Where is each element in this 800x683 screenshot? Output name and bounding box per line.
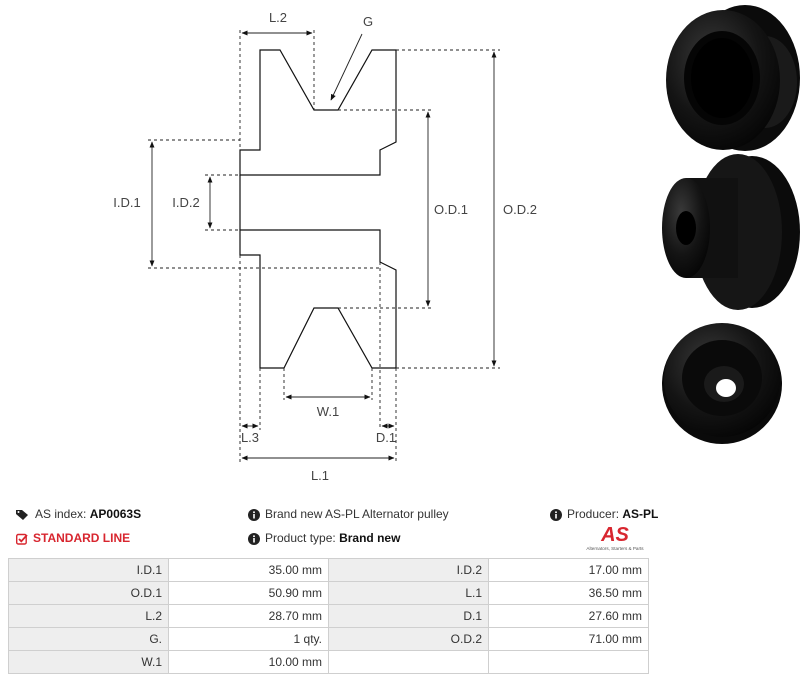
producer-value: AS-PL xyxy=(622,507,659,521)
standard-line-label: STANDARD LINE xyxy=(33,531,131,545)
spec-value: 10.00 mm xyxy=(168,650,329,674)
spec-value-empty xyxy=(488,650,649,674)
checkbox-checked-icon xyxy=(16,533,28,545)
info-icon xyxy=(248,508,260,521)
label-l2: L.2 xyxy=(269,10,287,25)
label-od1: O.D.1 xyxy=(434,202,468,217)
as-index-label: AS index: xyxy=(35,507,87,521)
table-row: W.1 10.00 mm xyxy=(8,650,649,674)
spec-label: W.1 xyxy=(8,650,169,674)
spec-label: D.1 xyxy=(328,604,489,628)
spec-label: I.D.1 xyxy=(8,558,169,582)
spec-value: 27.60 mm xyxy=(488,604,649,628)
product-photo-front xyxy=(666,5,800,151)
as-index: AS index: AP0063S xyxy=(16,507,141,521)
as-index-value: AP0063S xyxy=(89,507,142,521)
tags-icon xyxy=(16,509,28,520)
pulley-section-outline xyxy=(239,49,397,369)
table-row: I.D.1 35.00 mm I.D.2 17.00 mm xyxy=(8,558,649,582)
spec-label: O.D.1 xyxy=(8,581,169,605)
product-photo-rear xyxy=(662,323,782,444)
label-g: G xyxy=(363,14,373,29)
spec-label: I.D.2 xyxy=(328,558,489,582)
label-l1: L.1 xyxy=(311,468,329,483)
description-text: Brand new AS-PL Alternator pulley xyxy=(265,507,449,521)
logo-mark: AS xyxy=(600,524,629,546)
product-type: Product type: Brand new xyxy=(248,531,400,545)
logo-tagline: Alternators, Starters & Parts xyxy=(586,546,644,551)
dimension-lines xyxy=(148,30,500,462)
as-logo: AS Alternators, Starters & Parts xyxy=(586,524,644,551)
spec-value: 35.00 mm xyxy=(168,558,329,582)
producer-label: Producer: xyxy=(567,507,620,521)
label-l3: L.3 xyxy=(241,430,259,445)
label-id1: I.D.1 xyxy=(113,195,140,210)
label-id2: I.D.2 xyxy=(172,195,199,210)
spec-label: O.D.2 xyxy=(328,627,489,651)
product-type-value: Brand new xyxy=(339,531,401,545)
label-d1: D.1 xyxy=(376,430,396,445)
label-w1: W.1 xyxy=(317,404,339,419)
spec-label: L.1 xyxy=(328,581,489,605)
spec-label-empty xyxy=(328,650,489,674)
spec-label: L.2 xyxy=(8,604,169,628)
spec-value: 50.90 mm xyxy=(168,581,329,605)
spec-value: 36.50 mm xyxy=(488,581,649,605)
product-photo-side xyxy=(662,154,800,310)
description: Brand new AS-PL Alternator pulley xyxy=(248,507,449,521)
label-od2: O.D.2 xyxy=(503,202,537,217)
table-row: G. 1 qty. O.D.2 71.00 mm xyxy=(8,627,649,651)
spec-value: 28.70 mm xyxy=(168,604,329,628)
table-row: O.D.1 50.90 mm L.1 36.50 mm xyxy=(8,581,649,605)
technical-drawing: L.2 G I.D.1 I.D.2 O.D.1 O.D.2 W.1 L.3 D.… xyxy=(113,5,800,483)
spec-label: G. xyxy=(8,627,169,651)
product-type-label: Product type: xyxy=(265,531,336,545)
info-icon xyxy=(550,508,562,521)
spec-value: 71.00 mm xyxy=(488,627,649,651)
specs-table: I.D.1 35.00 mm I.D.2 17.00 mm O.D.1 50.9… xyxy=(8,558,649,674)
spec-value: 17.00 mm xyxy=(488,558,649,582)
spec-value: 1 qty. xyxy=(168,627,329,651)
table-row: L.2 28.70 mm D.1 27.60 mm xyxy=(8,604,649,628)
info-icon xyxy=(248,532,260,545)
producer: Producer: AS-PL xyxy=(550,507,658,521)
standard-line: STANDARD LINE xyxy=(16,531,130,545)
